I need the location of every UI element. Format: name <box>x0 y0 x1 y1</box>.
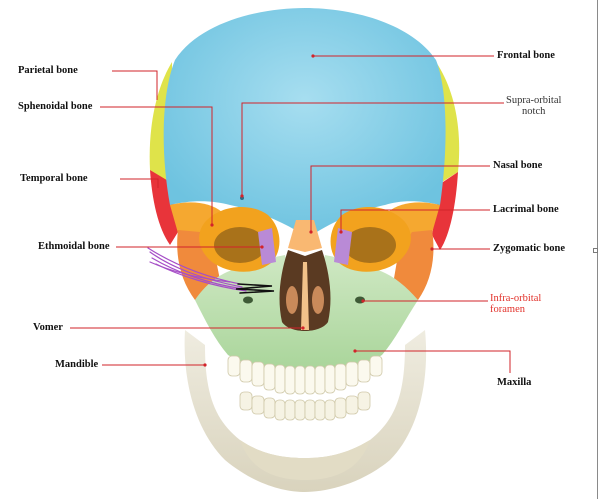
orbit-right-shadow <box>344 227 396 263</box>
label-sphenoidal-bone: Sphenoidal bone <box>18 101 93 112</box>
label-infra-orbital-line2: foramen <box>490 304 525 315</box>
label-parietal-bone: Parietal bone <box>18 65 78 76</box>
leader-lacrimal <box>340 209 490 232</box>
lower-teeth <box>239 391 371 421</box>
ethmoidal-bone-left <box>258 228 276 265</box>
label-nasal-bone: Nasal bone <box>493 160 543 171</box>
leader-nasal <box>310 165 490 232</box>
nasal-bone <box>288 220 322 252</box>
ethmoidal-bone-right <box>334 228 352 265</box>
label-supra-orbital-line2: notch <box>522 106 546 117</box>
label-frontal-bone: Frontal bone <box>497 50 555 61</box>
label-infra-orbital-foramen: Infra-orbital foramen <box>490 293 541 315</box>
mandible-bone <box>184 330 427 492</box>
scribble-annotation <box>147 247 275 294</box>
frontal-bone <box>163 8 446 238</box>
leader-supra-orbital <box>241 102 504 196</box>
upper-teeth <box>227 355 383 395</box>
orbit-left-shadow <box>214 227 266 263</box>
label-vomer: Vomer <box>33 322 63 333</box>
temporal-bone-right <box>432 172 458 250</box>
label-zygomatic-bone: Zygomatic bone <box>493 243 566 254</box>
label-mandible: Mandible <box>55 359 99 370</box>
leader-maxilla <box>355 350 511 373</box>
label-ethmoidal-bone: Ethmoidal bone <box>38 241 110 252</box>
label-supra-orbital-line1: Supra-orbital <box>506 95 562 106</box>
label-lacrimal-bone: Lacrimal bone <box>493 204 559 215</box>
infra-orbital-foramen-left <box>243 296 253 304</box>
label-temporal-bone: Temporal bone <box>20 173 88 184</box>
mandible-chin <box>240 440 370 480</box>
label-supra-orbital-notch: Supra-orbital notch <box>506 95 561 117</box>
label-maxilla: Maxilla <box>497 377 532 388</box>
zygomatic-bone-right <box>392 230 434 300</box>
nasal-concha-left <box>286 286 298 314</box>
leader-parietal <box>112 70 158 100</box>
label-infra-orbital-line1: Infra-orbital <box>490 293 542 304</box>
leader-temporal <box>120 178 159 188</box>
nasal-concha-right <box>312 286 324 314</box>
leader-lines <box>70 55 511 373</box>
leader-sphenoidal <box>100 106 213 225</box>
vomer-bone <box>301 262 309 330</box>
resize-handle[interactable] <box>593 248 598 253</box>
leader-endpoints <box>203 54 434 367</box>
